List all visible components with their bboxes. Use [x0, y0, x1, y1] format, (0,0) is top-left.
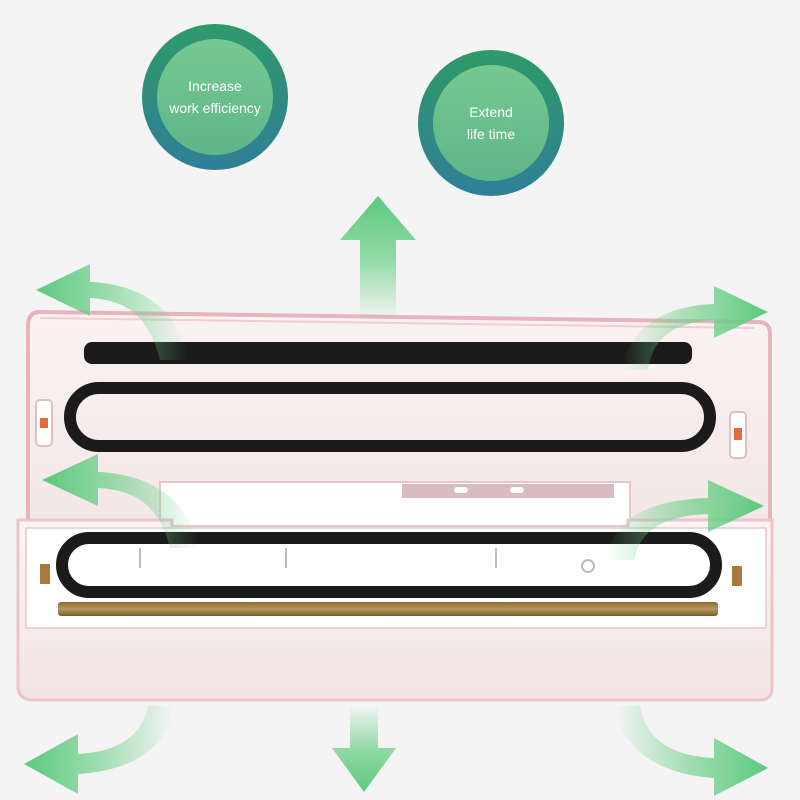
airflow-arrow-icon: [36, 264, 188, 360]
airflow-arrow-icon: [332, 706, 396, 792]
badge-line: Extend: [469, 104, 513, 120]
indicator-light: [454, 487, 468, 493]
badge-line: Increase: [188, 78, 242, 94]
terminal: [40, 564, 50, 584]
terminal: [732, 566, 742, 586]
benefit-badge-efficiency: Increase work efficiency: [142, 24, 288, 170]
airflow-arrow-icon: [614, 706, 768, 796]
badge-line: work efficiency: [169, 100, 261, 116]
airflow-arrow-icon: [340, 196, 416, 320]
badge-inner: Extend life time: [433, 65, 549, 181]
control-strip: [159, 481, 631, 527]
badge-inner: Increase work efficiency: [157, 39, 273, 155]
base-gasket-loop: [56, 532, 722, 598]
latch-icon[interactable]: [35, 399, 53, 447]
vacuum-port: [581, 559, 595, 573]
benefit-badge-lifetime: Extend life time: [418, 50, 564, 196]
heating-strip: [58, 602, 718, 616]
indicator-light: [510, 487, 524, 493]
airflow-arrow-icon: [42, 454, 198, 548]
latch-icon[interactable]: [729, 411, 747, 459]
badge-line: life time: [466, 126, 516, 142]
airflow-arrow-icon: [24, 706, 174, 794]
airflow-arrow-icon: [622, 286, 768, 370]
lid-gasket-loop: [64, 382, 716, 452]
airflow-arrow-icon: [606, 480, 764, 560]
lid-gasket-bar: [84, 342, 692, 364]
